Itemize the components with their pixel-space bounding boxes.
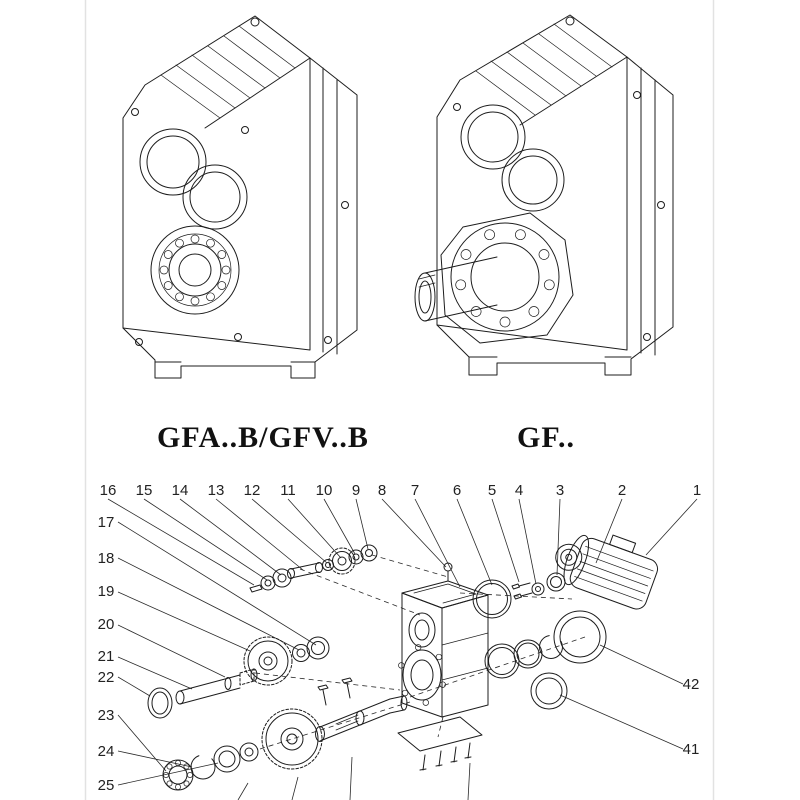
part-number-callout: 19 (98, 583, 115, 600)
part-number-callout: 4 (515, 482, 523, 499)
part-number-callout: 25 (98, 777, 115, 794)
bearing-stack (162, 742, 259, 791)
part-number-callout: 13 (208, 482, 225, 499)
part-number-callout: 14 (172, 482, 189, 499)
part-number-callout: 42 (683, 676, 700, 693)
part-number-callout: 24 (98, 743, 115, 760)
input-shaft-small-parts (249, 544, 378, 593)
model-label-right: GF.. (517, 421, 575, 454)
callout-leader-lines (107, 498, 698, 800)
part-number-callout: 21 (98, 648, 115, 665)
part-number-callout: 9 (352, 482, 360, 499)
part-number-callouts: 16 15 14 13 12 11 10 9 8 7 6 5 4 3 2 1 1… (98, 482, 702, 794)
model-labels: GFA..B/GFV..B GF.. (157, 421, 575, 454)
assembly-axis-lines (254, 554, 586, 750)
part-number-callout: 6 (453, 482, 461, 499)
part-number-callout: 3 (556, 482, 564, 499)
model-label-left: GFA..B/GFV..B (157, 421, 369, 454)
part-number-callout: 2 (618, 482, 626, 499)
part-number-callout: 41 (683, 741, 700, 758)
part-number-callout: 15 (136, 482, 153, 499)
exploded-parts-diagram: 16 15 14 13 12 11 10 9 8 7 6 5 4 3 2 1 1… (98, 482, 702, 800)
part-number-callout: 17 (98, 514, 115, 531)
part-number-callout: 1 (693, 482, 701, 499)
bearing-balls (159, 234, 231, 306)
gearbox-solid-shaft-drawing (414, 14, 674, 376)
gearbox-housing (398, 562, 489, 718)
part-number-callout: 7 (411, 482, 419, 499)
intermediate-shaft-cluster (147, 636, 353, 719)
output-side-rings (484, 610, 607, 710)
part-number-callout: 8 (378, 482, 386, 499)
gearbox-hollow-shaft-drawing (122, 15, 358, 379)
part-number-callout: 20 (98, 616, 115, 633)
part-number-callout: 22 (98, 669, 115, 686)
page-edge-lines (84, 0, 715, 800)
gasket-and-studs (397, 716, 483, 771)
part-number-callout: 23 (98, 707, 115, 724)
part-number-callout: 12 (244, 482, 261, 499)
part-number-callout: 11 (280, 482, 296, 499)
part-number-callout: 16 (100, 482, 117, 499)
part-number-callout: 5 (488, 482, 496, 499)
part-number-callout: 18 (98, 550, 115, 567)
motor-side-rings (472, 572, 566, 619)
electric-motor (555, 534, 659, 610)
flange-bolt-holes (455, 229, 555, 328)
part-number-callout: 10 (316, 482, 333, 499)
output-gear-and-shaft (261, 695, 408, 770)
